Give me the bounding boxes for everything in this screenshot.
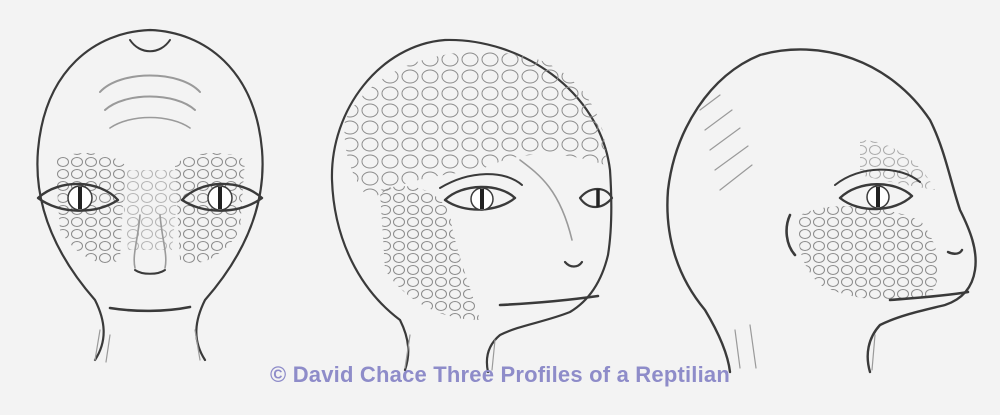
front-view-head (36, 28, 264, 363)
side-profile-head (666, 48, 977, 374)
copyright-watermark: © David Chace Three Profiles of a Reptil… (269, 362, 731, 387)
three-quarter-view-head (330, 38, 614, 374)
